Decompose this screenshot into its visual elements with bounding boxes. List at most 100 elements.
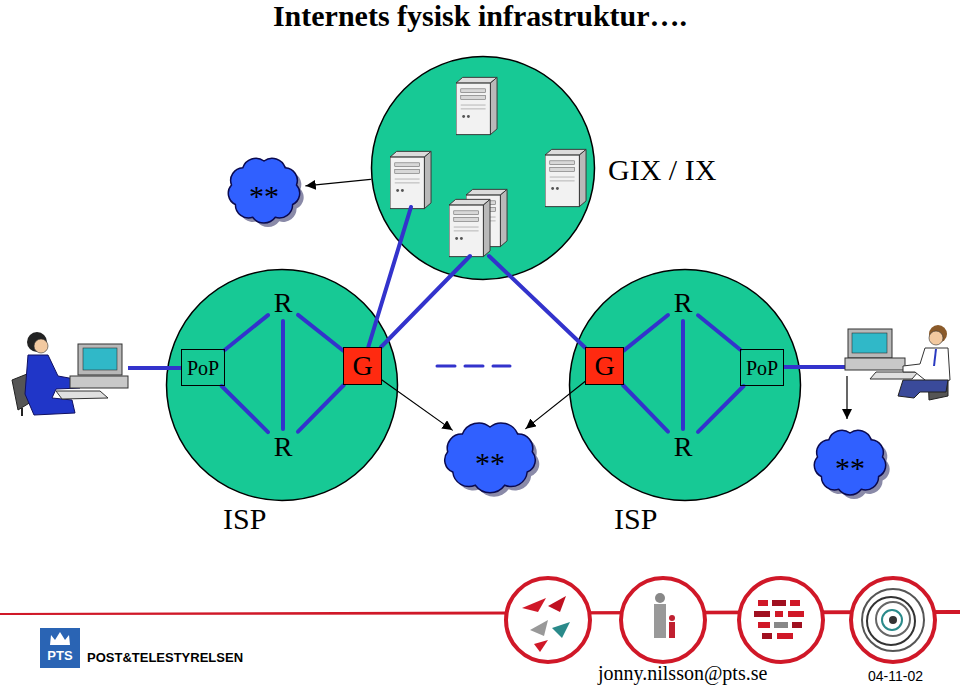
trousers: [898, 380, 948, 398]
leader-arrow: [846, 376, 847, 419]
server-icon: [390, 151, 431, 208]
cloud-mark: **: [475, 436, 505, 478]
computer-box: [70, 376, 128, 388]
cloud-mark: **: [249, 169, 279, 211]
grid-cell: [790, 600, 800, 606]
chevron: [548, 596, 566, 612]
network-link: [281, 321, 285, 429]
icon: [621, 578, 705, 662]
network-circle: GIX / IX: [370, 55, 596, 281]
server-icon: [545, 149, 586, 206]
network-link: [381, 256, 470, 347]
footer: [0, 578, 960, 668]
grid-cell: [762, 633, 772, 639]
ring: [876, 602, 910, 636]
icon-ring: [851, 578, 935, 662]
gateway-box: G: [585, 347, 624, 385]
chevron: [522, 598, 546, 612]
chevron: [552, 622, 570, 638]
network-circle: ISPRPoPGR: [165, 268, 399, 502]
cloud-shape: **: [222, 152, 306, 228]
cloud-mark: **: [835, 441, 865, 483]
figure-body: [654, 604, 666, 638]
gateway-box: G: [343, 347, 382, 385]
face: [34, 339, 48, 353]
tie: [934, 349, 936, 366]
router-label: R: [674, 433, 693, 461]
grid-cell: [792, 622, 802, 628]
pop-box: PoP: [181, 349, 225, 386]
router-label: R: [274, 433, 293, 461]
cloud-fill: [228, 158, 299, 223]
pop-label: PoP: [746, 358, 778, 378]
grid-cell: [772, 600, 786, 606]
monitor: [78, 344, 122, 375]
shirt: [903, 348, 950, 384]
ring-center: [889, 616, 897, 624]
grid-cell: [777, 633, 793, 639]
screen: [83, 348, 117, 370]
circle-fill: [167, 270, 398, 501]
man-at-computer: [845, 325, 950, 400]
network-link: [681, 321, 685, 429]
hair: [27, 332, 47, 352]
screen: [852, 333, 887, 353]
computer-box: [845, 358, 905, 370]
keyboard: [870, 372, 918, 379]
chair-leg: [21, 408, 23, 416]
grid-cell: [754, 611, 770, 617]
small-figure-head: [669, 615, 675, 621]
email-address: jonny.nilsson@pts.se: [598, 662, 767, 685]
router-node: R: [668, 429, 698, 465]
circle-fill: [570, 270, 801, 501]
ring: [882, 610, 902, 630]
small-figure: [669, 622, 675, 638]
woman-at-computer: [12, 332, 128, 416]
access-line: [128, 366, 182, 370]
title: Internets fysisk infrastruktur….: [0, 0, 960, 34]
keyboard: [56, 391, 108, 399]
logo-crown: [50, 632, 70, 645]
agency-name: POST&TELESTYRELSEN: [87, 650, 243, 665]
chevron: [530, 620, 548, 636]
logo-square: [40, 628, 80, 668]
logo-text: PTS: [40, 648, 80, 663]
icon: [506, 578, 590, 662]
cloud-shape: **: [438, 418, 542, 496]
icon: [851, 578, 935, 662]
network-circle: ISPRGPoPR: [568, 268, 802, 502]
arrow-connector: [306, 179, 371, 186]
network-name: ISP: [614, 504, 657, 534]
server-icon: [456, 77, 497, 134]
grid-cell: [774, 622, 788, 628]
ring: [867, 597, 915, 645]
icon-ring: [506, 578, 590, 662]
router-label: R: [674, 289, 693, 317]
router-label: R: [274, 289, 293, 317]
cloud-fill: [445, 423, 536, 493]
icon-ring: [621, 578, 705, 662]
date-label: 04-11-02: [868, 668, 923, 684]
server-icon: [449, 199, 490, 256]
gateway-label: G: [594, 352, 614, 380]
pop-label: PoP: [187, 358, 219, 378]
figure-head: [655, 593, 665, 603]
icon-ring: [739, 578, 823, 662]
gateway-label: G: [352, 352, 372, 380]
face: [929, 331, 943, 345]
network-name: GIX / IX: [608, 155, 716, 185]
cloud-shape: **: [808, 424, 892, 500]
pop-box: PoP: [740, 349, 784, 386]
router-node: R: [668, 285, 698, 321]
circle-fill: [372, 57, 595, 280]
dashed-link: [437, 365, 510, 368]
circle-outline: [370, 55, 596, 281]
grid-cell: [775, 611, 783, 617]
ring: [862, 589, 924, 651]
router-node: R: [268, 429, 298, 465]
grid-cell: [758, 600, 768, 606]
monitor: [848, 329, 892, 358]
